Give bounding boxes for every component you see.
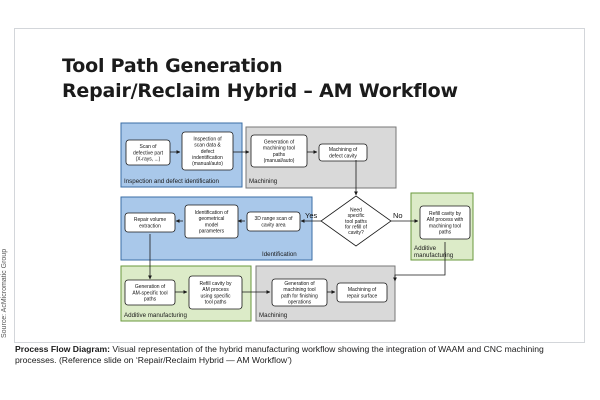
box-inspection [181, 131, 234, 171]
pane-label-machining-bottom: Machining [259, 312, 288, 319]
box-repair-volume [124, 212, 176, 233]
box-geometrical-parameters-line: geometrical [199, 216, 225, 222]
box-range-scan-line: 3D range scan of [254, 216, 293, 222]
box-am-tool-paths-line: AM-specific tool [132, 290, 167, 296]
pane-label-additive-right-line: manufacturing [414, 252, 454, 259]
box-scan-line: Scan of [140, 144, 158, 150]
connector [393, 242, 446, 282]
box-inspection-line: scan data & [194, 143, 221, 149]
slide-title-line2: Repair/Reclaim Hybrid – AM Workflow [62, 80, 458, 102]
box-am-tool-paths-line: paths [144, 297, 157, 303]
caption-lead: Process Flow Diagram: [15, 344, 111, 354]
pane-label-additive-bottom: Additive manufacturing [124, 312, 188, 319]
yes-label: Yes [305, 211, 317, 220]
figure-caption: Process Flow Diagram: Visual representat… [15, 344, 585, 367]
decision-text-line: for refill of [345, 224, 368, 230]
box-refill-right-line: machining tool [429, 223, 461, 229]
box-refill-bottom [188, 275, 243, 310]
box-machining-defect [318, 143, 368, 162]
no-label: No [393, 211, 403, 220]
caption-text: Visual representation of the hybrid manu… [15, 344, 544, 366]
box-repair-surface-line: repair surface [347, 293, 378, 299]
box-scan-line: (X-rays, ...) [136, 157, 161, 163]
box-finishing-paths-line: Generation of [284, 281, 315, 287]
box-generate-tool-paths-line: paths [273, 152, 286, 158]
box-inspection-line: indentification [192, 155, 223, 161]
box-generate-tool-paths-line: (manual/auto) [264, 158, 295, 164]
box-geometrical-parameters-line: model [205, 222, 219, 228]
box-range-scan [246, 211, 301, 232]
slide-title-line1: Tool Path Generation [62, 55, 283, 77]
box-refill-right-line: paths [439, 230, 452, 236]
decision-text-line: cavity? [348, 230, 364, 236]
box-geometrical-parameters-line: Identification of [195, 210, 229, 216]
box-generate-tool-paths-line: machining tool [263, 146, 295, 152]
decision-text-line: specific [348, 213, 365, 219]
box-inspection-line: Inspection of [193, 136, 222, 142]
pane-label-additive-right: Additive manufacturing [414, 245, 454, 259]
box-repair-surface [336, 282, 388, 303]
box-repair-surface-line: Machining of [348, 287, 377, 293]
decision-diamond [320, 195, 392, 247]
pane-label-machining-top: Machining [249, 178, 278, 185]
decision-text-line: Need [350, 208, 362, 214]
box-generate-tool-paths [250, 134, 308, 168]
pane-label-inspection: Inspection and defect identification [124, 178, 219, 185]
box-machining-defect-line: Machining of [329, 147, 358, 153]
box-repair-volume-line: extraction [139, 223, 161, 229]
box-refill-bottom-line: AM process [202, 287, 229, 293]
box-finishing-paths-line: machining tool [283, 287, 315, 293]
box-refill-bottom-line: tool paths [205, 300, 227, 306]
pane-label-identification: Identification [262, 251, 297, 258]
box-refill-bottom-line: Refill cavity by [200, 281, 232, 287]
decision-text-line: tool paths [345, 219, 367, 225]
box-refill-bottom-line: using specific [200, 293, 231, 299]
workflow-diagram: Inspection and defect identification Mac… [120, 122, 474, 322]
box-inspection-line: defect [201, 149, 215, 155]
source-text: Source: AcMicromatic Group [1, 248, 8, 338]
box-inspection-line: (manual/auto) [192, 161, 223, 167]
box-generate-tool-paths-line: Generation of [264, 140, 295, 146]
box-range-scan-line: cavity area [261, 222, 285, 228]
box-am-tool-paths [124, 279, 176, 306]
box-am-tool-paths-line: Generation of [135, 284, 166, 290]
box-refill-right-line: AM process with [427, 217, 464, 223]
source-credit: Source: AcMicromatic Group [1, 248, 13, 338]
box-finishing-paths-line: operations [288, 300, 312, 306]
pane-label-additive-right-line: Additive [414, 245, 437, 252]
box-scan [125, 139, 171, 166]
box-finishing-paths-line: path for finishing [281, 293, 318, 299]
box-finishing-paths [271, 278, 328, 307]
box-machining-defect-line: defect cavity [329, 153, 357, 159]
box-geometrical-parameters-line: parameters [199, 229, 225, 235]
box-scan-line: defective part [133, 150, 164, 156]
box-repair-volume-line: Repair volume [134, 217, 166, 223]
box-refill-right-line: Refill cavity by [429, 211, 461, 217]
box-refill-right [419, 205, 471, 240]
slide: Tool Path Generation Repair/Reclaim Hybr… [14, 28, 585, 343]
